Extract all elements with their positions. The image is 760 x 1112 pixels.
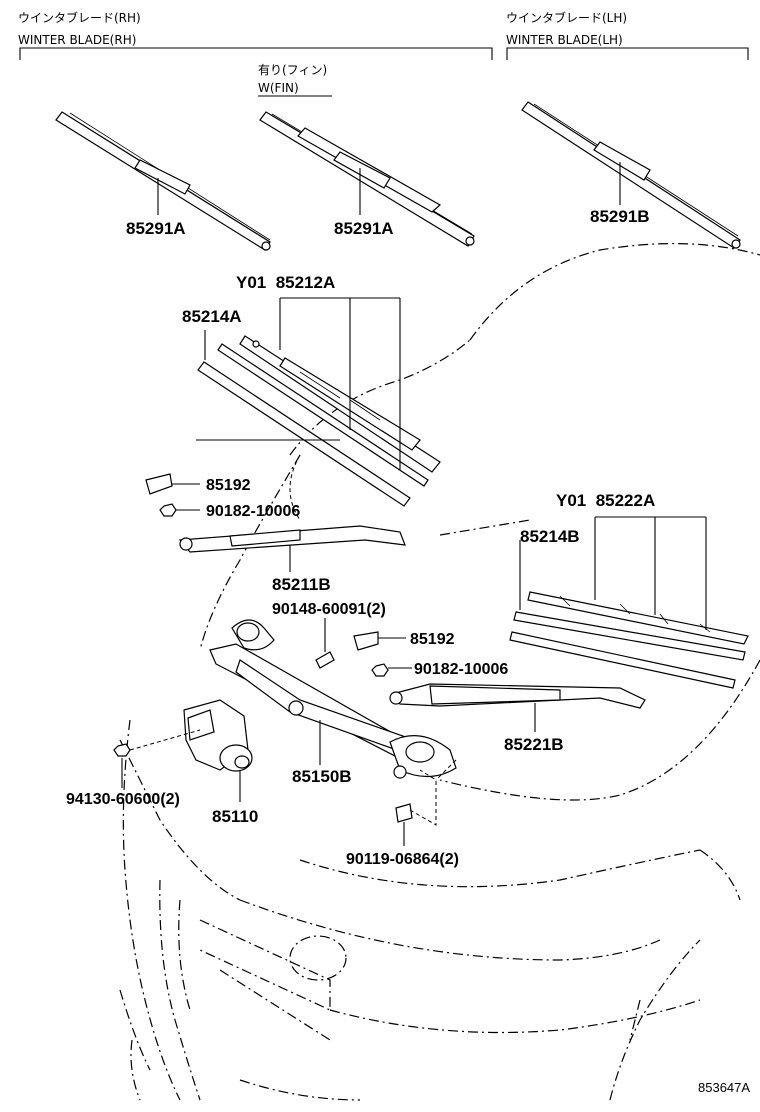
bolt-90119 — [395, 769, 437, 846]
label-90182-2: 90182-10006 — [414, 661, 508, 678]
refill-85214a — [197, 361, 411, 507]
label-85222a: Y01 85222A — [556, 491, 655, 510]
nut-lh — [371, 663, 412, 677]
label-85211b: 85211B — [272, 575, 331, 594]
fin-header-jp: 有り(フィン) — [258, 63, 327, 77]
label-90119: 90119-06864(2) — [346, 851, 459, 868]
part-labels: 85291A 85291A 85291B Y01 85212A 85214A 8… — [66, 207, 750, 1095]
label-85214b: 85214B — [520, 527, 580, 546]
label-85291a-2: 85291A — [334, 219, 394, 238]
lh-bracket — [506, 47, 749, 60]
winter-blade-rh-1 — [55, 111, 271, 251]
label-85150b: 85150B — [292, 767, 352, 786]
connector-pivot — [435, 759, 457, 781]
wiper-arm-lh — [389, 683, 646, 732]
fin-header: 有り(フィン) W(FIN) — [258, 63, 332, 97]
wiper-motor — [183, 699, 253, 802]
leader-85212a — [196, 297, 401, 470]
leader-85222a — [519, 516, 707, 630]
rh-header-en: WINTER BLADE(RH) — [18, 33, 136, 47]
rh-bracket — [19, 47, 493, 60]
label-90182-1: 90182-10006 — [206, 503, 300, 520]
label-85212a: Y01 85212A — [236, 273, 335, 292]
bolt-90148 — [315, 618, 335, 669]
blade-assembly-lh — [509, 516, 749, 689]
fin-header-en: W(FIN) — [258, 81, 299, 95]
label-85192-2: 85192 — [410, 631, 455, 648]
lh-header-en: WINTER BLADE(LH) — [506, 33, 623, 47]
label-85291a-1: 85291A — [126, 219, 186, 238]
rh-header: ウインタブレード(RH) WINTER BLADE(RH) — [18, 10, 493, 60]
label-85192-1: 85192 — [206, 477, 251, 494]
cap-rh — [145, 473, 200, 495]
figure-reference: 853647A — [698, 1080, 750, 1095]
rh-header-jp: ウインタブレード(RH) — [18, 10, 141, 25]
label-85291b: 85291B — [590, 207, 650, 226]
label-90148: 90148-60091(2) — [272, 601, 386, 618]
winter-blade-rh-fin — [259, 111, 475, 247]
label-85110: 85110 — [212, 807, 258, 826]
wiper-linkage — [209, 619, 457, 779]
connector-rh — [289, 454, 301, 521]
blade-assembly-rh — [196, 297, 441, 507]
lh-header-jp: ウインタブレード(LH) — [506, 10, 627, 25]
lh-header: ウインタブレード(LH) WINTER BLADE(LH) — [506, 10, 749, 60]
cap-lh — [353, 631, 406, 651]
vehicle-outline — [119, 243, 760, 1101]
refill-85214b — [509, 631, 736, 689]
wiper-arm-rh — [178, 525, 406, 572]
bolt-94130 — [113, 729, 201, 788]
nut-rh — [159, 503, 200, 517]
label-94130: 94130-60600(2) — [66, 791, 180, 808]
label-85221b: 85221B — [504, 735, 564, 754]
winter-blade-lh — [521, 101, 741, 249]
label-85214a: 85214A — [182, 307, 242, 326]
